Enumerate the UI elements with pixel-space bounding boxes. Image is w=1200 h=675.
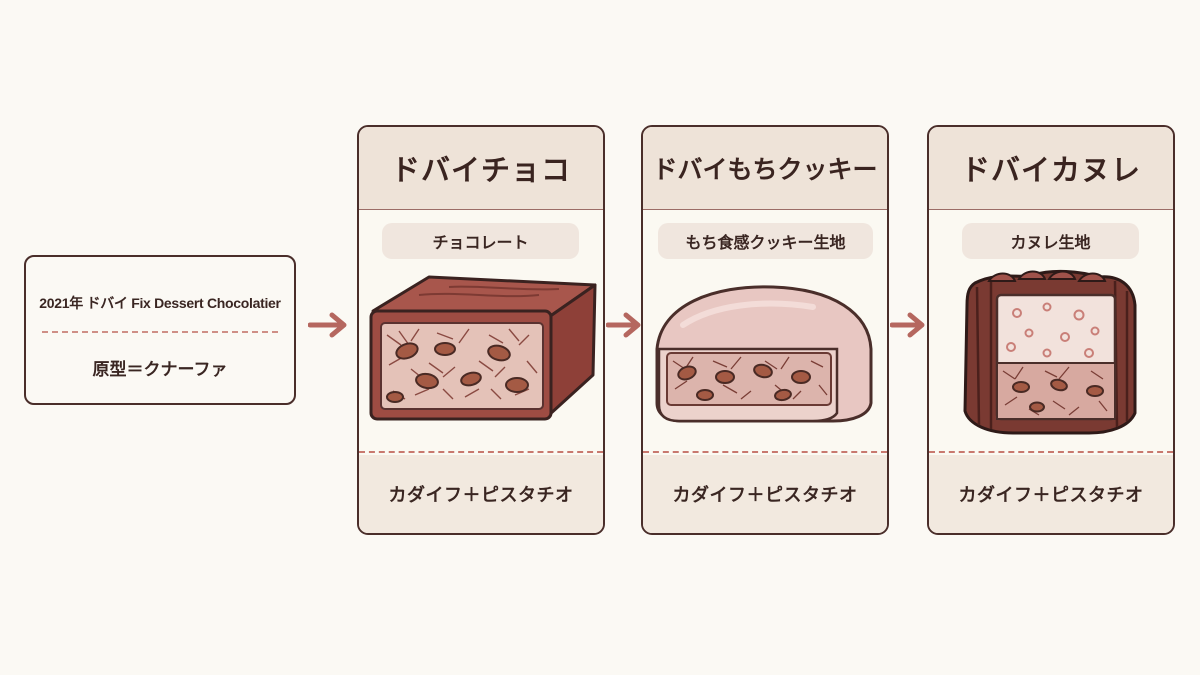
card-dubai-canele: ドバイカヌレ カヌレ生地 (927, 125, 1175, 535)
card-divider (643, 451, 887, 453)
card-title: ドバイチョコ (390, 153, 571, 187)
origin-prototype-label: 原型＝クナーファ (92, 360, 228, 380)
filling-label: カダイフ＋ピスタチオ (359, 455, 603, 533)
card-header: ドバイチョコ (359, 127, 603, 210)
card-title: ドバイもちクッキー (652, 155, 878, 184)
arrow-right-icon (890, 312, 925, 338)
base-label-pill: チョコレート (382, 223, 579, 259)
card-header: ドバイカヌレ (929, 127, 1173, 210)
origin-year-label: 2021年 ドバイ Fix Dessert Chocolatier (39, 295, 281, 311)
canele-illustration (963, 269, 1137, 435)
chocolate-bar-illustration (369, 275, 597, 421)
filling-label: カダイフ＋ピスタチオ (643, 455, 887, 533)
mochi-cookie-illustration (655, 285, 873, 423)
base-label-pill: カヌレ生地 (962, 223, 1139, 259)
card-divider (929, 451, 1173, 453)
card-title: ドバイカヌレ (960, 153, 1141, 187)
base-label-pill: もち食感クッキー生地 (658, 223, 873, 259)
arrow-right-icon (606, 312, 641, 338)
card-dubai-chocolate: ドバイチョコ チョコレート カダイフ＋ピスタチオ (357, 125, 605, 535)
filling-label: カダイフ＋ピスタチオ (929, 455, 1173, 533)
arrow-right-icon (308, 312, 347, 338)
card-divider (359, 451, 603, 453)
origin-divider (42, 331, 278, 333)
card-dubai-mochi-cookie: ドバイもちクッキー もち食感クッキー生地 カダイフ＋ピスタチオ (641, 125, 889, 535)
origin-box: 2021年 ドバイ Fix Dessert Chocolatier 原型＝クナー… (24, 255, 296, 405)
card-header: ドバイもちクッキー (643, 127, 887, 210)
